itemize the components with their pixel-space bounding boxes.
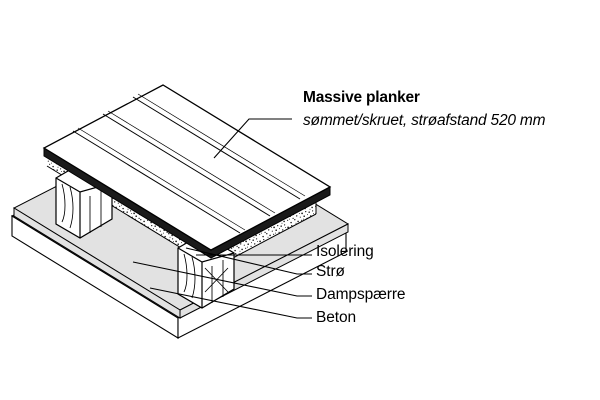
leader-stro <box>185 247 312 275</box>
plank-deck <box>42 84 332 259</box>
leader-beton <box>149 287 312 319</box>
callout-title-massive-planker: Massive planker <box>303 89 420 106</box>
part-label-dampspaerre: Dampspærre <box>316 286 406 303</box>
leader-lines <box>132 118 312 319</box>
part-label-stro: Strø <box>316 263 345 280</box>
callout-subtitle-fixing-spec: sømmet/skruet, strøafstand 520 mm <box>303 112 546 129</box>
leader-massive-planker <box>213 118 292 159</box>
part-label-isolering: Isolering <box>316 243 374 260</box>
part-label-beton: Beton <box>316 309 357 326</box>
leader-dampspaerre <box>132 261 312 297</box>
